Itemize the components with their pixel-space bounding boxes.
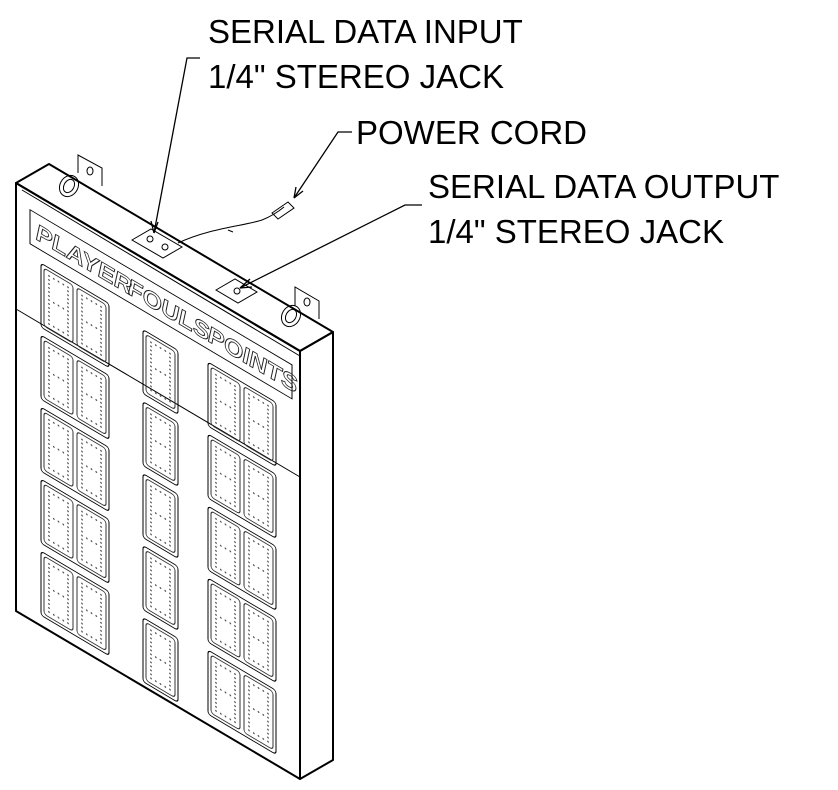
points-row-1-digit-2 xyxy=(243,387,274,461)
label-points: POINTS xyxy=(208,319,298,400)
fouls-row-3-digit-1 xyxy=(145,479,176,553)
power-cord-arrow xyxy=(293,186,304,199)
mounting-hardware xyxy=(58,154,320,328)
power-plug xyxy=(271,201,295,220)
fouls-row-4-frame xyxy=(142,546,179,630)
player-row-4-digit-2 xyxy=(76,504,107,579)
player-row-5-frame xyxy=(40,551,110,655)
fouls-row-4-digit-1 xyxy=(145,551,176,625)
points-row-5-digit-2 xyxy=(243,675,274,749)
points-row-2-digit-2 xyxy=(243,459,274,533)
player-row-4-digit-1 xyxy=(43,484,74,559)
scoreboard-cabinet xyxy=(15,163,334,780)
player-row-3-digit-2 xyxy=(76,432,107,507)
serial-output-leader xyxy=(239,204,422,289)
points-row-5-digit-1 xyxy=(210,655,241,730)
title-band xyxy=(29,208,293,400)
serial-output-label-line2: 1/4" STEREO JACK xyxy=(428,213,724,250)
player-row-5-digit-1 xyxy=(43,556,74,631)
player-row-2-digit-1 xyxy=(43,340,74,415)
points-row-4-frame xyxy=(207,578,277,682)
player-row-2-digit-2 xyxy=(76,360,107,435)
points-row-2-digit-1 xyxy=(210,439,241,514)
serial-input-arrow xyxy=(150,220,159,234)
right-eye-bolt xyxy=(280,304,302,328)
player-row-1-digit-2 xyxy=(76,288,107,363)
fouls-row-3-frame xyxy=(142,474,179,558)
leader-lines xyxy=(150,57,422,289)
right-mounting-bracket xyxy=(294,286,320,319)
points-row-1-frame xyxy=(207,362,277,466)
serial-input-label-line2: 1/4" STEREO JACK xyxy=(208,58,504,95)
cabinet-inner-edge xyxy=(21,189,301,357)
points-row-3-digit-2 xyxy=(243,531,274,605)
fouls-row-5-frame xyxy=(142,618,179,702)
player-row-5-digit-2 xyxy=(76,576,107,651)
power-cord-leader xyxy=(293,131,352,199)
player-row-1-digit-1 xyxy=(43,268,74,343)
serial-output-arrow xyxy=(239,278,253,289)
fouls-row-1-digit-1 xyxy=(145,335,176,409)
player-row-3-frame xyxy=(40,407,110,511)
player-row-3-digit-1 xyxy=(43,412,74,487)
points-row-1-digit-1 xyxy=(210,367,241,442)
serial-input-leader xyxy=(153,57,200,234)
points-row-3-frame xyxy=(207,506,277,610)
points-row-2-frame xyxy=(207,434,277,538)
power-cord-label: POWER CORD xyxy=(356,114,587,151)
serial-output-jack-plate xyxy=(215,278,258,304)
cabinet-face xyxy=(15,182,301,780)
scoreboard-face: PLAYER FOULS POINTS xyxy=(29,208,298,754)
left-mounting-bracket xyxy=(77,154,103,186)
left-eye-bolt xyxy=(58,174,80,198)
player-row-1-frame xyxy=(40,263,110,367)
points-row-3-digit-1 xyxy=(210,511,241,586)
label-fouls: FOULS xyxy=(128,272,210,348)
fouls-row-1-frame xyxy=(142,330,179,414)
player-row-4-frame xyxy=(40,479,110,583)
points-row-4-digit-2 xyxy=(243,603,274,677)
player-row-2-frame xyxy=(40,335,110,439)
serial-input-jack-plate xyxy=(131,228,183,259)
serial-output-label-line1: SERIAL DATA OUTPUT xyxy=(428,168,779,205)
serial-input-label-line1: SERIAL DATA INPUT xyxy=(208,13,523,50)
points-row-4-digit-1 xyxy=(210,583,241,658)
digit-display-grid xyxy=(40,263,277,754)
power-cord xyxy=(177,201,295,244)
fouls-row-5-digit-1 xyxy=(145,623,176,697)
fouls-row-2-digit-1 xyxy=(145,407,176,481)
cabinet-side xyxy=(299,331,334,780)
points-row-5-frame xyxy=(207,650,277,754)
fouls-row-2-frame xyxy=(142,402,179,486)
